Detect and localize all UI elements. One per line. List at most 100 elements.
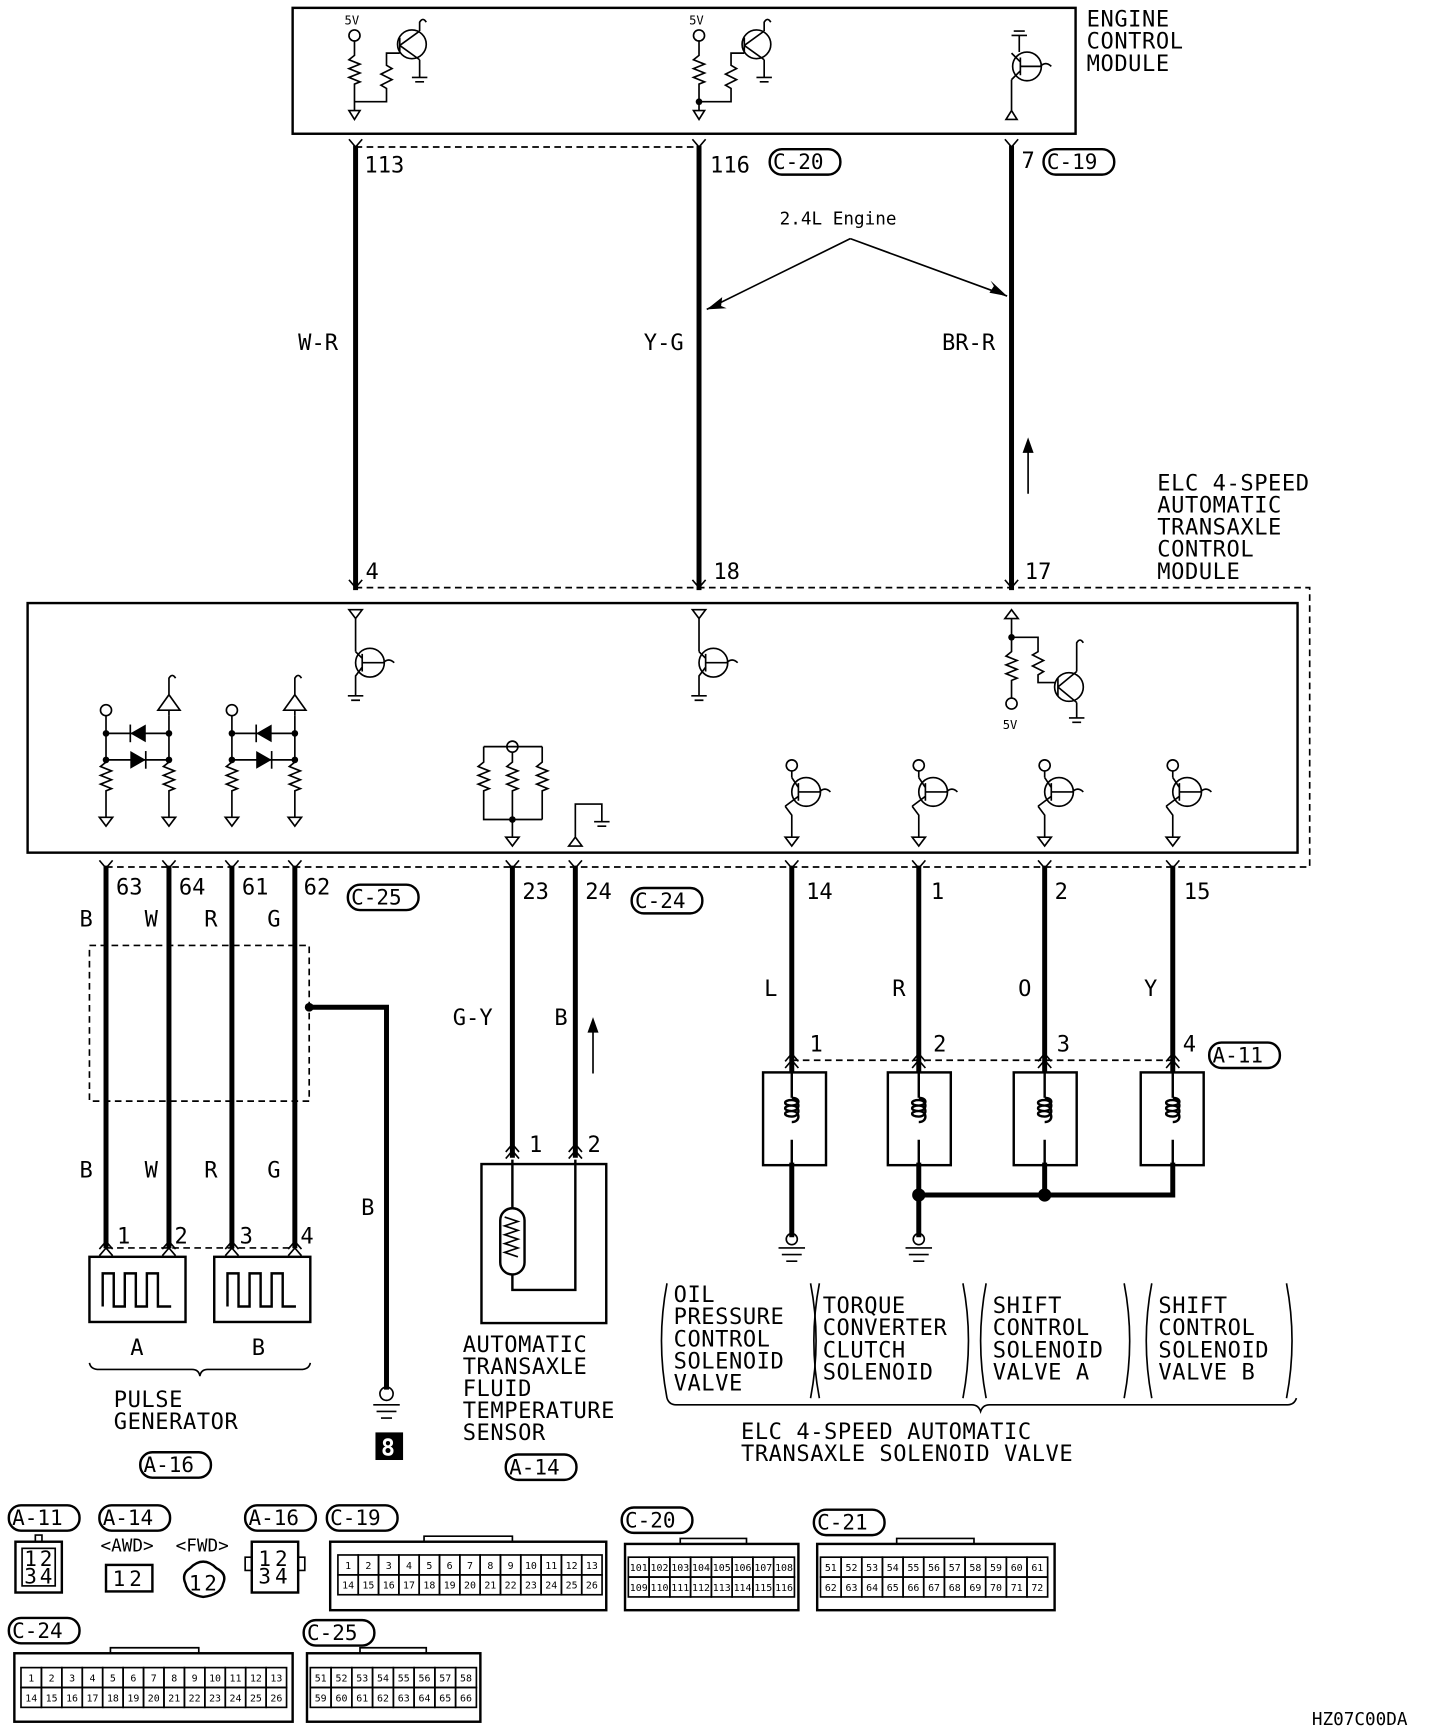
connector-tag-a-11: A-11 — [1207, 1041, 1282, 1070]
connector-pin-number: 3 — [386, 1561, 392, 1572]
connector-pin-number: 52 — [335, 1673, 347, 1684]
connector-pin-number: 23 — [525, 1581, 537, 1592]
connector-pin-number: 57 — [439, 1673, 451, 1684]
tcm-5v-label: 5V — [1003, 718, 1018, 732]
solenoid-wiring — [789, 865, 1176, 1072]
driver-15 — [1164, 759, 1212, 848]
connector-pin-number: 67 — [928, 1583, 940, 1594]
connector-tag-c-20: C-20 — [768, 147, 842, 176]
connector-pin-number: 52 — [845, 1563, 857, 1574]
signal-direction-arrow-upper — [1022, 437, 1034, 494]
connector-pin-number: 106 — [734, 1563, 752, 1574]
svg-text:C-25: C-25 — [351, 886, 402, 910]
connector-pin-number: 63 — [398, 1693, 410, 1704]
sol2-name-2: CONVERTER — [823, 1316, 948, 1341]
connector-pin-number: 110 — [651, 1583, 669, 1594]
sol-wire-label-y: Y — [1144, 977, 1157, 1002]
connector-pin-number: 51 — [825, 1563, 837, 1574]
driver-2 — [1036, 759, 1084, 848]
tcm-pin-2: 2 — [1055, 880, 1068, 905]
sensor-name-2: TRANSAXLE — [463, 1355, 588, 1380]
connector-pin-number: 66 — [460, 1693, 472, 1704]
connector-pin-number: 26 — [270, 1693, 282, 1704]
sensor-name-1: AUTOMATIC — [463, 1333, 588, 1358]
connector-pin-number: 2 — [365, 1561, 371, 1572]
connector-pin-number: 12 — [566, 1561, 578, 1572]
sol1-name-2: PRESSURE — [674, 1305, 785, 1330]
legend-c-20-label: C-20 — [625, 1508, 675, 1532]
connector-pin-number: 51 — [315, 1673, 327, 1684]
connector-pin-number: 4 — [89, 1673, 95, 1684]
connector-pin-number: 55 — [907, 1563, 919, 1574]
connector-pin-number: 14 — [342, 1581, 354, 1592]
connector-pin-number: 19 — [127, 1693, 139, 1704]
solenoid-oil-pressure — [761, 1071, 828, 1167]
sensor-name-5: SENSOR — [463, 1421, 546, 1446]
ecm-title-line-3: MODULE — [1087, 52, 1170, 77]
tcm-connector-dashed — [355, 586, 1311, 868]
tcm-pulse-input-b — [223, 674, 308, 828]
connector-pin-number: 58 — [460, 1673, 472, 1684]
svg-text:A-16: A-16 — [144, 1453, 195, 1477]
solenoid-group-name-2: TRANSAXLE SOLENOID VALVE — [741, 1442, 1073, 1467]
connector-pin-number: 7 — [467, 1561, 473, 1572]
pulse-generator-a-label: A — [130, 1336, 143, 1361]
sol-pin-4: 4 — [1183, 1032, 1196, 1057]
connector-pin-number: 115 — [754, 1583, 772, 1594]
ecm-title-line-2: CONTROL — [1087, 30, 1184, 55]
ecm-pin-113: 113 — [364, 153, 404, 178]
solenoid-name-brackets — [660, 1283, 1298, 1415]
connector-pin-number: 64 — [419, 1693, 431, 1704]
sol4-name-3: SOLENOID — [1158, 1338, 1269, 1363]
connector-pin-number: 72 — [1031, 1583, 1043, 1594]
tcm-pin-62: 62 — [304, 876, 331, 901]
legend-c-24-label: C-24 — [12, 1619, 63, 1643]
connector-pin-number: 17 — [403, 1581, 415, 1592]
connector-pin-number: 64 — [866, 1583, 878, 1594]
connector-pin-number: 66 — [907, 1583, 919, 1594]
tcm-pin-14: 14 — [806, 880, 833, 905]
legend-a-11-pin-2: 2 — [40, 1547, 53, 1571]
svg-text:A-14: A-14 — [509, 1455, 559, 1479]
connector-pin-number: 102 — [651, 1563, 669, 1574]
pg-wire-label-bottom-2: W — [145, 1158, 159, 1183]
legend-a-16: A-16 1 2 3 4 — [243, 1504, 318, 1594]
tcm-title-line-2: AUTOMATIC — [1157, 494, 1282, 519]
connector-pin-number: 54 — [377, 1673, 389, 1684]
connector-pin-number: 111 — [671, 1583, 689, 1594]
connector-pin-number: 112 — [692, 1583, 710, 1594]
connector-pin-number: 2 — [49, 1673, 55, 1684]
connector-tag-a-16: A-16 — [139, 1451, 213, 1479]
shield-wire-label: B — [361, 1196, 374, 1221]
connector-pin-number: 24 — [230, 1693, 242, 1704]
pg-wire-label-bottom-1: B — [80, 1158, 93, 1183]
sensor-name-3: FLUID — [463, 1377, 532, 1402]
legend-a-16-pin-2: 2 — [275, 1547, 288, 1571]
tcm-pin-61: 61 — [242, 876, 269, 901]
sol-pin-markers — [784, 1052, 1181, 1069]
sol1-name-4: SOLENOID — [674, 1349, 785, 1374]
connector-pin-number: 8 — [487, 1561, 493, 1572]
tcm-solenoid-drivers — [783, 759, 1212, 848]
connector-pin-number: 104 — [692, 1563, 710, 1574]
sol4-name-4: VALVE B — [1158, 1360, 1255, 1385]
connector-pin-number: 11 — [545, 1561, 557, 1572]
sol1-name-3: CONTROL — [674, 1327, 771, 1352]
connector-tag-c-25: C-25 — [346, 883, 420, 912]
pulse-generator-b-label: B — [252, 1336, 265, 1361]
connector-pin-number: 61 — [356, 1693, 368, 1704]
engine-control-module: ENGINE CONTROL MODULE 5V 5V — [291, 6, 1184, 135]
connector-pin-number: 10 — [209, 1673, 221, 1684]
connector-pin-number: 15 — [362, 1581, 374, 1592]
connector-pin-number: 60 — [1011, 1563, 1023, 1574]
pg-pin-3: 3 — [240, 1225, 253, 1250]
connector-cavity — [1026, 1576, 1049, 1598]
solenoid-shift-b — [1139, 1071, 1205, 1167]
pulse-generator-wiring — [88, 865, 389, 1390]
legend-a-16-pin-1: 1 — [258, 1547, 271, 1571]
connector-pin-number: 8 — [171, 1673, 177, 1684]
